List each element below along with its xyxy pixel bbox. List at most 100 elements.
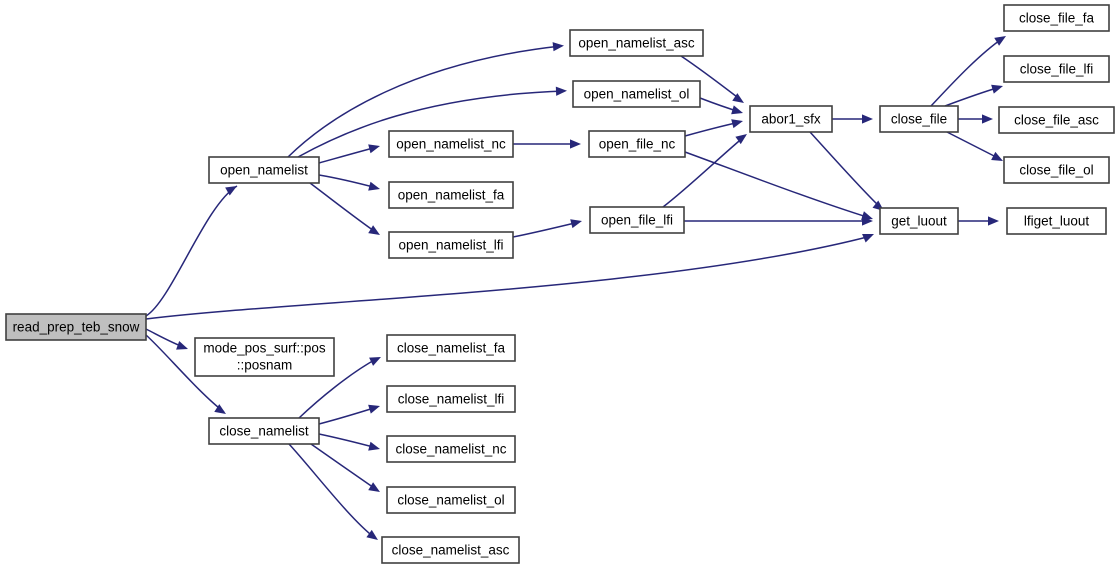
node-box[interactable]: [749, 105, 833, 133]
node-read_prep_teb_snow[interactable]: read_prep_teb_snow: [5, 313, 147, 341]
node-close_file[interactable]: close_file: [879, 105, 959, 133]
edge-hit-area[interactable]: [945, 87, 1000, 106]
node-open_file_nc[interactable]: open_file_nc: [588, 130, 686, 158]
node-box[interactable]: [386, 334, 516, 362]
node-open_file_lfi[interactable]: open_file_lfi: [589, 206, 685, 234]
edge-hit-area[interactable]: [810, 132, 881, 208]
node-box[interactable]: [879, 207, 959, 235]
edge-hit-area[interactable]: [685, 122, 740, 136]
arrowhead-icon: [570, 139, 581, 149]
node-box[interactable]: [589, 206, 685, 234]
node-box[interactable]: [1006, 207, 1107, 235]
node-box[interactable]: [1003, 156, 1110, 184]
arrowhead-icon: [368, 225, 380, 235]
edge-line: [145, 235, 872, 320]
node-close_namelist_ol[interactable]: close_namelist_ol: [386, 486, 516, 514]
node-box[interactable]: [194, 337, 335, 377]
edge-hit-area[interactable]: [513, 222, 579, 237]
edge-hit-area[interactable]: [319, 434, 377, 448]
arrowhead-icon: [991, 84, 1003, 94]
node-box[interactable]: [1003, 55, 1110, 83]
node-close_namelist[interactable]: close_namelist: [208, 417, 320, 445]
node-box[interactable]: [386, 486, 516, 514]
edge-open_file_nc-to-abor1_sfx[interactable]: [684, 117, 744, 137]
node-close_file_fa[interactable]: close_file_fa: [1003, 4, 1110, 32]
edge-open_file_lfi-to-get_luout[interactable]: [684, 216, 873, 226]
edge-line: [684, 151, 871, 219]
edge-hit-area[interactable]: [945, 131, 1000, 159]
node-close_namelist_asc[interactable]: close_namelist_asc: [381, 536, 520, 564]
node-abor1_sfx[interactable]: abor1_sfx: [749, 105, 833, 133]
edge-open_file_lfi-to-abor1_sfx[interactable]: [662, 130, 750, 208]
edge-close_namelist-to-close_namelist_ol[interactable]: [310, 443, 382, 496]
edge-close_namelist-to-close_namelist_fa[interactable]: [298, 353, 383, 419]
arrowhead-icon: [982, 114, 993, 124]
edge-close_file-to-close_file_fa[interactable]: [930, 32, 1008, 107]
node-open_namelist[interactable]: open_namelist: [208, 156, 320, 184]
edge-get_luout-to-lfiget_luout[interactable]: [958, 216, 999, 226]
node-mode_pos_surf[interactable]: mode_pos_surf::pos::posnam: [194, 337, 335, 377]
node-box[interactable]: [569, 29, 704, 57]
edge-open_namelist-to-open_namelist_ol[interactable]: [297, 86, 567, 158]
node-box[interactable]: [386, 385, 516, 413]
node-box[interactable]: [388, 130, 514, 158]
arrowhead-icon: [368, 404, 380, 414]
edge-open_namelist-to-open_namelist_nc[interactable]: [318, 142, 381, 164]
edge-open_namelist-to-open_namelist_lfi[interactable]: [309, 182, 382, 239]
node-box[interactable]: [1003, 4, 1110, 32]
node-close_namelist_nc[interactable]: close_namelist_nc: [386, 435, 516, 463]
node-open_namelist_nc[interactable]: open_namelist_nc: [388, 130, 514, 158]
node-open_namelist_ol[interactable]: open_namelist_ol: [572, 80, 701, 108]
edge-line: [930, 37, 1004, 107]
edge-hit-area[interactable]: [319, 175, 377, 188]
edge-close_file-to-close_file_asc[interactable]: [957, 114, 993, 124]
edge-open_namelist_ol-to-abor1_sfx[interactable]: [699, 97, 744, 117]
arrowhead-icon: [368, 144, 380, 154]
edge-open_namelist_nc-to-open_file_nc[interactable]: [513, 139, 581, 149]
node-lfiget_luout[interactable]: lfiget_luout: [1006, 207, 1107, 235]
edge-abor1_sfx-to-close_file[interactable]: [831, 114, 873, 124]
node-close_file_lfi[interactable]: close_file_lfi: [1003, 55, 1110, 83]
node-close_namelist_lfi[interactable]: close_namelist_lfi: [386, 385, 516, 413]
edge-open_namelist-to-open_namelist_fa[interactable]: [318, 174, 381, 193]
node-box[interactable]: [386, 435, 516, 463]
edge-hit-area[interactable]: [319, 407, 377, 424]
arrowhead-icon: [555, 86, 567, 96]
node-box[interactable]: [208, 156, 320, 184]
node-box[interactable]: [208, 417, 320, 445]
arrowhead-icon: [552, 42, 564, 52]
edge-close_file-to-close_file_lfi[interactable]: [944, 82, 1004, 107]
node-box[interactable]: [388, 231, 514, 259]
node-close_file_ol[interactable]: close_file_ol: [1003, 156, 1110, 184]
node-box[interactable]: [879, 105, 959, 133]
edge-read_prep_teb_snow-to-open_namelist[interactable]: [145, 182, 239, 317]
edge-open_namelist-to-open_namelist_asc[interactable]: [287, 41, 564, 158]
edge-hit-area[interactable]: [310, 183, 377, 233]
node-open_namelist_asc[interactable]: open_namelist_asc: [569, 29, 704, 57]
edge-open_namelist_asc-to-abor1_sfx[interactable]: [680, 55, 747, 107]
node-box[interactable]: [572, 80, 701, 108]
node-box[interactable]: [588, 130, 686, 158]
edge-hit-area[interactable]: [319, 147, 377, 163]
node-close_namelist_fa[interactable]: close_namelist_fa: [386, 334, 516, 362]
edge-close_namelist-to-close_namelist_nc[interactable]: [318, 433, 381, 453]
edge-layer: [145, 32, 1008, 544]
edge-read_prep_teb_snow-to-get_luout[interactable]: [145, 230, 876, 320]
edge-close_namelist-to-close_namelist_asc[interactable]: [288, 443, 381, 544]
edge-read_prep_teb_snow-to-mode_pos_surf[interactable]: [145, 328, 190, 353]
node-box[interactable]: [388, 181, 514, 209]
edge-read_prep_teb_snow-to-close_namelist[interactable]: [145, 334, 229, 418]
node-open_namelist_lfi[interactable]: open_namelist_lfi: [388, 231, 514, 259]
node-box[interactable]: [998, 106, 1115, 134]
node-close_file_asc[interactable]: close_file_asc: [998, 106, 1115, 134]
edge-open_namelist_lfi-to-open_file_lfi[interactable]: [512, 217, 583, 238]
node-get_luout[interactable]: get_luout: [879, 207, 959, 235]
edge-line: [145, 334, 225, 413]
edge-close_namelist-to-close_namelist_lfi[interactable]: [318, 402, 381, 425]
edge-close_file-to-close_file_ol[interactable]: [944, 130, 1005, 165]
node-box[interactable]: [381, 536, 520, 564]
node-open_namelist_fa[interactable]: open_namelist_fa: [388, 181, 514, 209]
arrowhead-icon: [988, 216, 999, 226]
edge-hit-area[interactable]: [146, 186, 237, 316]
node-box[interactable]: [5, 313, 147, 341]
